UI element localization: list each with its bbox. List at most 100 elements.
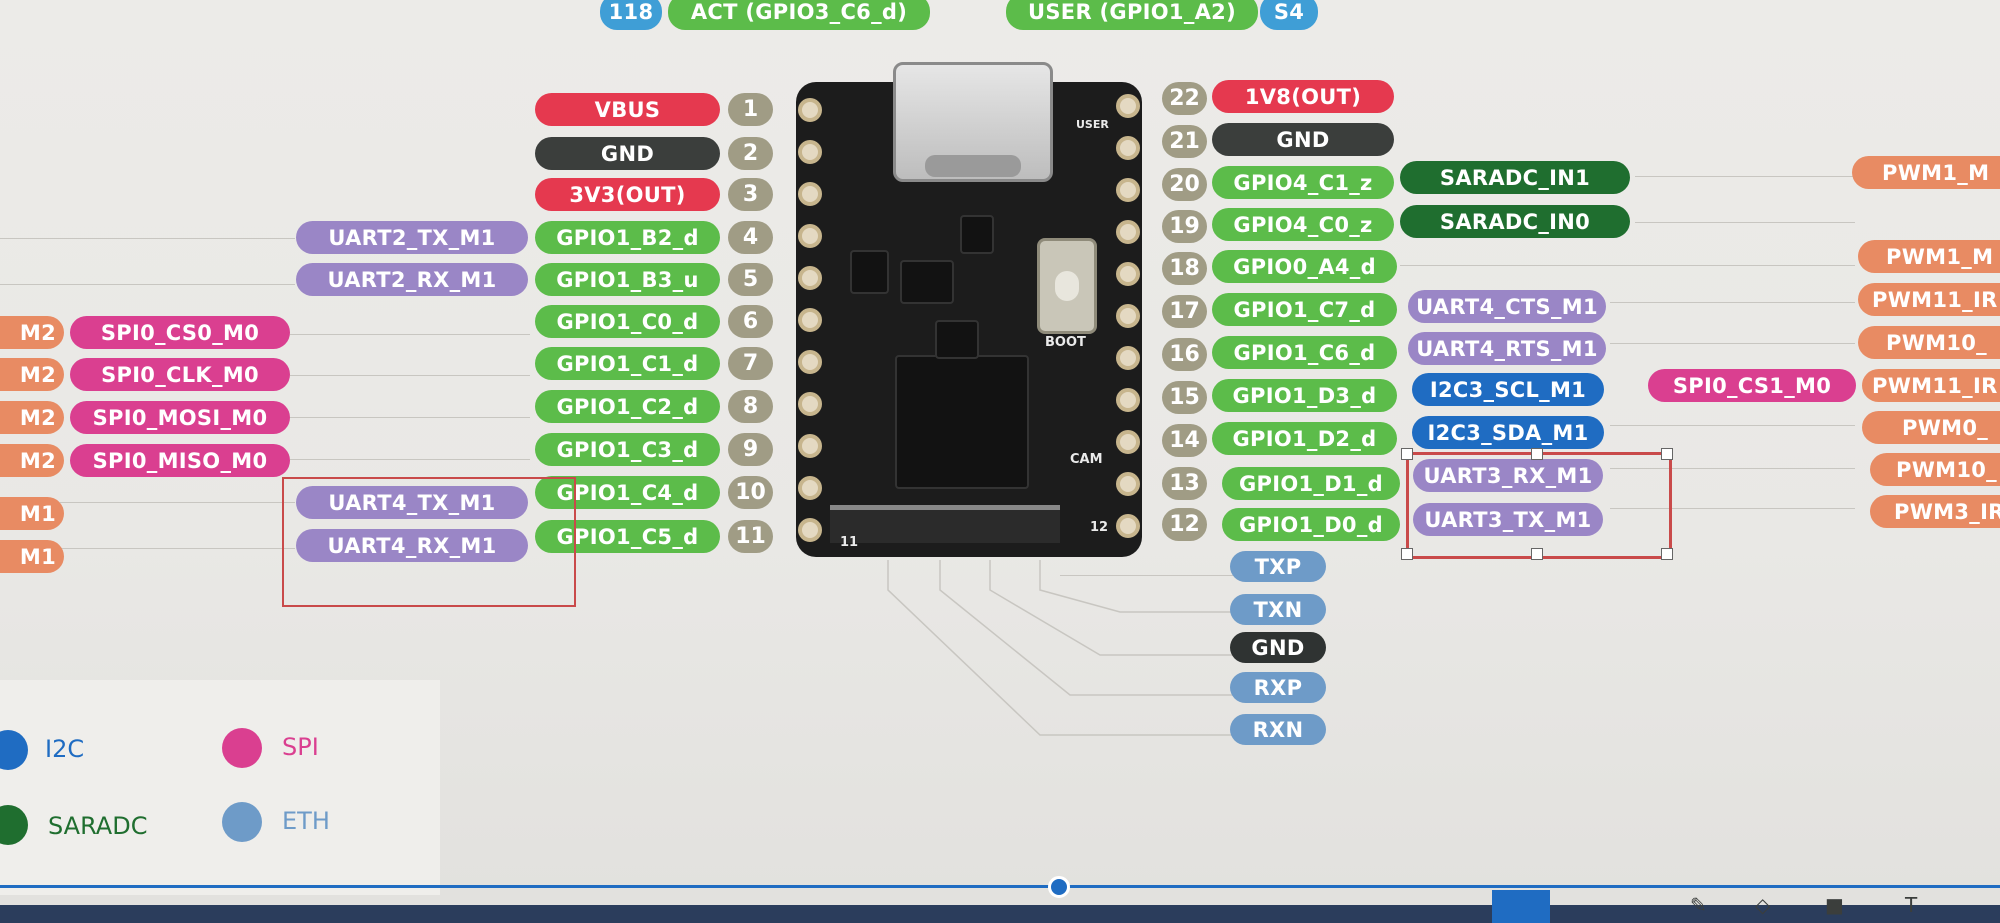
pin-number: 3 <box>728 178 773 211</box>
pin-function-gpio: GPIO1_C0_d <box>535 305 720 338</box>
alt-function-spi: SPI0_CS0_M0 <box>70 316 290 349</box>
pin-function-gnd: GND <box>1212 123 1394 156</box>
boot-button[interactable] <box>1037 238 1097 334</box>
pad-right-15 <box>1116 388 1140 412</box>
silk-boot: BOOT <box>1045 335 1086 350</box>
alt-function-spi: SPI0_CLK_M0 <box>70 358 290 391</box>
alt-function-pwm-edge: PWM1_M <box>1858 240 2000 273</box>
shape-tool-icon[interactable]: ■ <box>1825 893 1844 917</box>
legend-swatch-spi <box>222 728 262 768</box>
alt-function-pwm-edge: M1 <box>0 540 64 573</box>
connector-line <box>290 375 530 376</box>
alt-function-pwm-edge: M1 <box>0 497 64 530</box>
connector-line <box>1610 343 1855 344</box>
user-led-label: USER (GPIO1_A2) <box>1006 0 1258 30</box>
pin-function-gpio: GPIO1_D2_d <box>1212 422 1397 455</box>
pin-function-gpio: GPIO4_C1_z <box>1212 166 1394 199</box>
pin-function-gpio: GPIO1_C2_d <box>535 390 720 423</box>
alt-function-uart: UART4_RTS_M1 <box>1408 332 1606 365</box>
alt-function-uart: UART2_RX_M1 <box>296 263 528 296</box>
alt-function-pwm-edge: M2 <box>0 444 64 477</box>
pin-function-1v8: 1V8(OUT) <box>1212 80 1394 113</box>
fill-tool-icon[interactable]: ◇ <box>1755 893 1771 917</box>
legend-label-i2c: I2C <box>45 735 85 763</box>
pen-tool-icon[interactable]: ✎ <box>1690 893 1707 917</box>
usb-c-port <box>893 62 1053 182</box>
alt-function-saradc: SARADC_IN1 <box>1400 161 1630 194</box>
pin-number: 17 <box>1162 295 1207 328</box>
selection-handle[interactable] <box>1531 448 1543 460</box>
pad-left-11 <box>798 518 822 542</box>
pad-right-22 <box>1116 94 1140 118</box>
eth-rxp: RXP <box>1230 672 1326 703</box>
pin-number: 20 <box>1162 168 1207 201</box>
pad-left-1 <box>798 98 822 122</box>
legend-label-spi: SPI <box>282 733 319 761</box>
alt-function-pwm-edge: PWM10_ <box>1858 326 2000 359</box>
toolbar-select-tool-icon[interactable] <box>1492 890 1550 923</box>
alt-function-uart: UART3_RX_M1 <box>1413 459 1603 492</box>
pin-number: 12 <box>1162 508 1207 541</box>
connector-line <box>1635 222 1855 223</box>
selection-handle[interactable] <box>1531 548 1543 560</box>
pin-number: 2 <box>728 137 773 170</box>
text-tool-icon[interactable]: T <box>1905 893 1918 917</box>
selection-handle[interactable] <box>1661 548 1673 560</box>
pad-right-18 <box>1116 262 1140 286</box>
pin-function-gpio: GPIO1_D1_d <box>1222 467 1400 500</box>
connector-line <box>1610 425 1855 426</box>
alt-function-uart: UART4_CTS_M1 <box>1408 290 1606 323</box>
scrollbar-thumb[interactable] <box>1048 876 1070 898</box>
usb-c-opening <box>925 155 1021 177</box>
pin-number: 10 <box>728 476 773 509</box>
pin-number: 16 <box>1162 338 1207 371</box>
pin-number: 19 <box>1162 210 1207 243</box>
pin-number: 13 <box>1162 467 1207 500</box>
pin-number: 18 <box>1162 252 1207 285</box>
alt-function-pwm-edge: PWM10_ <box>1870 453 2000 486</box>
pad-left-6 <box>798 308 822 332</box>
pin-number: 9 <box>728 433 773 466</box>
pin-number: 21 <box>1162 125 1207 158</box>
horizontal-scrollbar[interactable] <box>0 885 2000 888</box>
pin-function-gnd: GND <box>535 137 720 170</box>
pin-function-gpio: GPIO1_C6_d <box>1212 336 1397 369</box>
selection-handle[interactable] <box>1661 448 1673 460</box>
alt-function-uart: UART4_TX_M1 <box>296 486 528 519</box>
alt-function-i2c: I2C3_SDA_M1 <box>1412 416 1604 449</box>
eth-txn: TXN <box>1230 594 1326 625</box>
camera-ffc-connector <box>830 505 1060 543</box>
alt-function-uart: UART3_TX_M1 <box>1413 503 1603 536</box>
annotation-box-right[interactable] <box>1406 452 1672 559</box>
pin-number: 1 <box>728 93 773 126</box>
pad-right-16 <box>1116 346 1140 370</box>
pad-right-19 <box>1116 220 1140 244</box>
pin-function-gpio: GPIO4_C0_z <box>1212 208 1394 241</box>
pad-right-21 <box>1116 136 1140 160</box>
pin-number: 8 <box>728 390 773 423</box>
pin-number: 7 <box>728 347 773 380</box>
selection-handle[interactable] <box>1401 448 1413 460</box>
pin-number: 11 <box>728 520 773 553</box>
connector-line <box>60 548 295 549</box>
pin-function-gpio: GPIO1_C7_d <box>1212 293 1397 326</box>
selection-handle[interactable] <box>1401 548 1413 560</box>
pad-left-5 <box>798 266 822 290</box>
alt-function-uart: UART4_RX_M1 <box>296 529 528 562</box>
pin-function-gpio: GPIO0_A4_d <box>1212 250 1397 283</box>
legend <box>0 680 440 895</box>
pin-function-gpio: GPIO1_C3_d <box>535 433 720 466</box>
pin-function-3v3: 3V3(OUT) <box>535 178 720 211</box>
pad-left-8 <box>798 392 822 416</box>
silk-pin-11: 11 <box>840 535 859 550</box>
legend-swatch-eth <box>222 802 262 842</box>
alt-function-uart: UART2_TX_M1 <box>296 221 528 254</box>
connector-line <box>1060 575 1240 576</box>
eth-rxn: RXN <box>1230 714 1326 745</box>
connector-line <box>0 284 295 285</box>
pin-function-gpio: GPIO1_D0_d <box>1222 508 1400 541</box>
pin-function-gpio: GPIO1_C5_d <box>535 520 720 553</box>
connector-line <box>290 417 530 418</box>
pin-function-vbus: VBUS <box>535 93 720 126</box>
legend-label-eth: ETH <box>282 807 330 835</box>
